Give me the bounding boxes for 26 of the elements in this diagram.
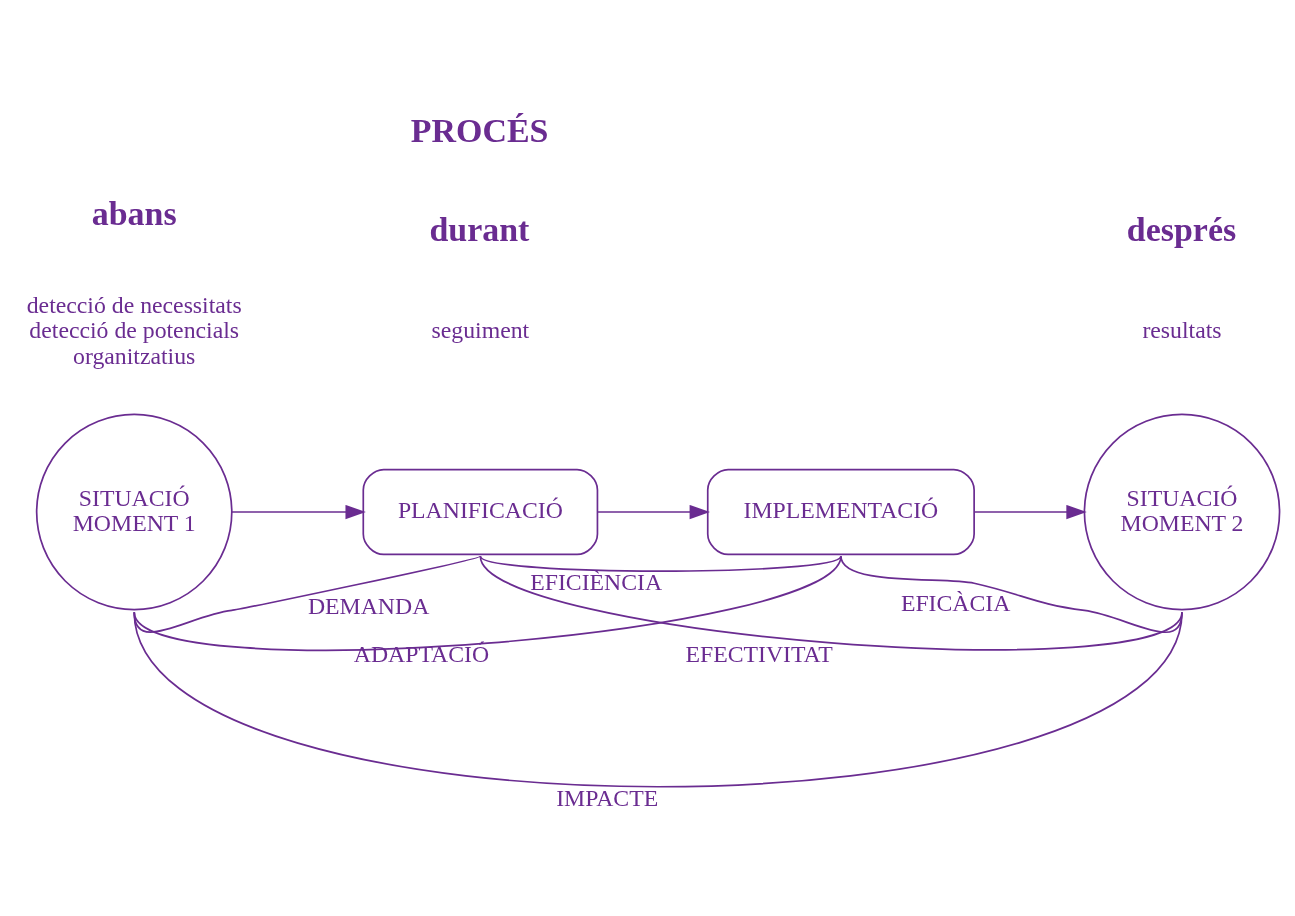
edge-label: IMPACTE: [556, 784, 659, 811]
edge-label: EFICÀCIA: [900, 589, 1011, 616]
label: abans: [91, 194, 177, 232]
node-box: PLANIFICACIÓ: [362, 468, 599, 555]
edge-label: DEMANDA: [307, 592, 430, 619]
connector: [133, 554, 482, 633]
connector: [479, 554, 1183, 651]
node-box: IMPLEMENTACIÓ: [706, 468, 975, 555]
arrow: [596, 504, 710, 519]
arrow: [231, 504, 366, 519]
connector: [133, 554, 842, 651]
edge-label: EFICIÈNCIA: [530, 568, 663, 595]
edge-label: ADAPTACIÓ: [353, 640, 490, 667]
label: durant: [429, 210, 530, 248]
label: després: [1126, 210, 1237, 248]
label: detecció de necessitats detecció de potencials organitzatius: [26, 291, 242, 369]
node-circle: SITUACIÓ MOMENT 1: [35, 413, 233, 610]
edge-label: EFECTIVITAT: [685, 640, 833, 667]
connector: [133, 610, 1183, 788]
connector: [840, 554, 1183, 633]
node-circle: SITUACIÓ MOMENT 2: [1083, 413, 1281, 610]
connector: [479, 554, 842, 572]
label: resultats: [1142, 316, 1222, 343]
label: PROCÉS: [410, 111, 549, 149]
arrow: [973, 504, 1087, 519]
label: seguiment: [431, 316, 530, 343]
